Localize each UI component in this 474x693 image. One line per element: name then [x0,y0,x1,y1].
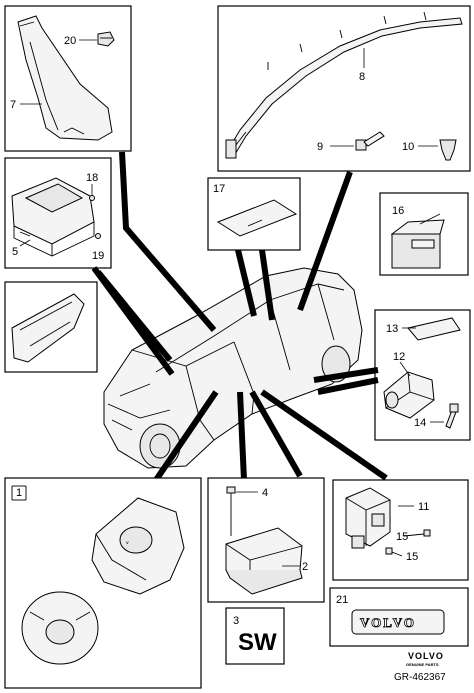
volvo-logo-text: VOLVO [408,651,444,661]
kit-box-icon [390,213,445,269]
bolt-icon [355,131,385,151]
steering-wheel-icon: V [91,497,185,595]
knee-airbag-icon [17,15,113,141]
label-1: 1 [16,487,22,499]
label-14: 14 [414,417,426,429]
label-10: 10 [402,141,414,153]
badge-icon: VOLVO [351,609,445,635]
bolt-icon [226,486,236,536]
label-3: 3 [233,615,239,627]
steering-wheel-icon [21,591,99,665]
bolt-icon [385,547,403,557]
label-19: 19 [92,250,104,262]
label-2: 2 [302,561,308,573]
bolt-icon [403,529,431,537]
clip-icon [97,31,115,47]
label-13: 13 [386,323,398,335]
label-17: 17 [213,183,225,195]
airbag-icon [11,177,95,257]
label-16: 16 [392,205,404,217]
software-text: SW [238,629,277,656]
label-18: 18 [86,172,98,184]
svg-text:V: V [126,540,129,545]
label-21: 21 [336,594,348,606]
reference-number: GR-462367 [394,672,446,683]
label-7: 7 [10,99,16,111]
box-steering-airbags [4,477,202,689]
label-12: 12 [393,351,405,363]
sensor-icon [345,487,391,549]
label-9: 9 [317,141,323,153]
side-airbag-icon [11,293,85,363]
label-5: 5 [12,246,18,258]
label-15-upper: 15 [396,531,408,543]
label-4: 4 [262,487,268,499]
clip-icon [439,139,457,161]
label-20: 20 [64,35,76,47]
volvo-logo-subtext: GENUINE PARTS [406,662,439,667]
label-icon [216,199,298,237]
badge-text: VOLVO [360,615,416,630]
label-15-lower: 15 [406,551,418,563]
bolt-icon [445,403,459,429]
sensor-icon [383,317,461,419]
curtain-airbag-icon [225,11,463,159]
callout-lines [91,151,388,482]
control-module-icon [225,527,303,595]
box-software [225,607,285,665]
box-curtain-airbag [217,5,471,172]
label-11: 11 [418,501,429,513]
label-8: 8 [359,71,365,83]
